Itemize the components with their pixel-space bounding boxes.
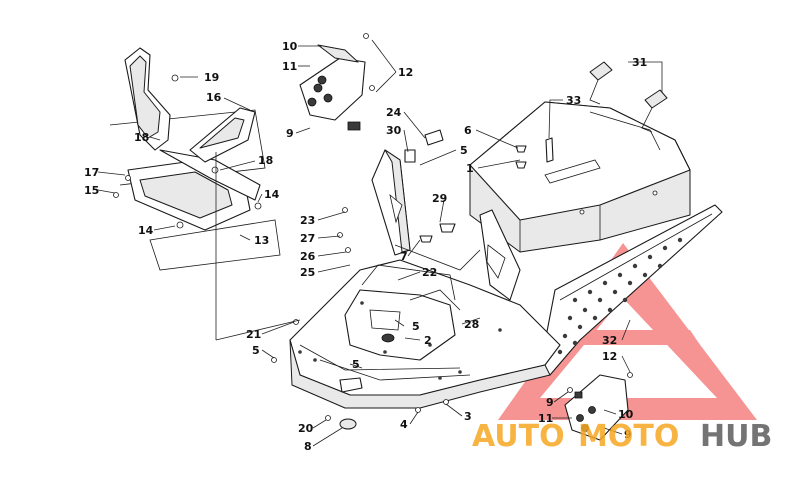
steering-support [371, 149, 521, 301]
callout-25: 25 [300, 266, 315, 279]
callout-31: 31 [632, 56, 647, 69]
watermark-logo: AUTO MOTO HUB [472, 419, 772, 454]
callout-14-left: 14 [138, 224, 154, 237]
fasteners [113, 33, 633, 430]
callout-29: 29 [432, 192, 447, 205]
callout-21: 21 [246, 328, 261, 341]
callout-12-lower: 12 [602, 350, 617, 363]
callout-5-lower: 5 [352, 358, 360, 371]
chassis [289, 259, 561, 409]
callout-32: 32 [602, 334, 617, 347]
callout-9-lower: 9 [546, 396, 554, 409]
callout-20: 20 [298, 422, 314, 435]
callout-5-left: 5 [252, 344, 260, 357]
callout-28: 28 [464, 318, 479, 331]
watermark-hub: HUB [700, 419, 772, 454]
callout-15: 15 [84, 184, 99, 197]
footrest-bracket [109, 109, 281, 271]
watermark-auto: AUTO [472, 419, 565, 454]
callout-30: 30 [386, 124, 402, 137]
watermark-moto: MOTO [578, 419, 679, 454]
callout-9: 9 [286, 127, 294, 140]
callout-5-middle: 5 [412, 320, 420, 333]
callout-18-left: 18 [134, 131, 149, 144]
callout-24: 24 [386, 106, 402, 119]
tunnel-strap [545, 137, 554, 163]
callout-10: 10 [282, 40, 298, 53]
bracket-plate [189, 107, 256, 163]
callout-10-lower: 10 [618, 408, 634, 421]
lower-bracket [564, 374, 629, 441]
callout-2: 2 [424, 334, 432, 347]
callout-11: 11 [282, 60, 297, 73]
callout-33: 33 [566, 94, 581, 107]
callout-1: 1 [466, 162, 474, 175]
upper-bracket [124, 47, 171, 151]
callout-4: 4 [400, 418, 408, 431]
top-bracket [299, 44, 366, 131]
callout-9-bottom: 9 [624, 428, 632, 441]
callout-3: 3 [464, 410, 472, 423]
callout-27: 27 [300, 232, 315, 245]
callout-11-lower: 11 [538, 412, 553, 425]
leader-lines [97, 39, 663, 447]
callout-23: 23 [300, 214, 315, 227]
callout-5-top: 5 [460, 144, 468, 157]
callout-12: 12 [398, 66, 413, 79]
callout-22: 22 [422, 266, 437, 279]
callout-13: 13 [254, 234, 269, 247]
callout-6: 6 [464, 124, 472, 137]
callout-19: 19 [204, 71, 219, 84]
callout-14-right: 14 [264, 188, 280, 201]
callout-18-right: 18 [258, 154, 273, 167]
callout-7: 7 [400, 250, 408, 263]
callout-17: 17 [84, 166, 99, 179]
callout-16: 16 [206, 91, 222, 104]
tunnel [469, 101, 691, 253]
callout-26: 26 [300, 250, 316, 263]
callout-labels: 10 11 12 9 19 16 18 18 17 15 14 14 13 24… [84, 40, 647, 453]
grab-handles [589, 61, 668, 133]
callout-8: 8 [304, 440, 312, 453]
